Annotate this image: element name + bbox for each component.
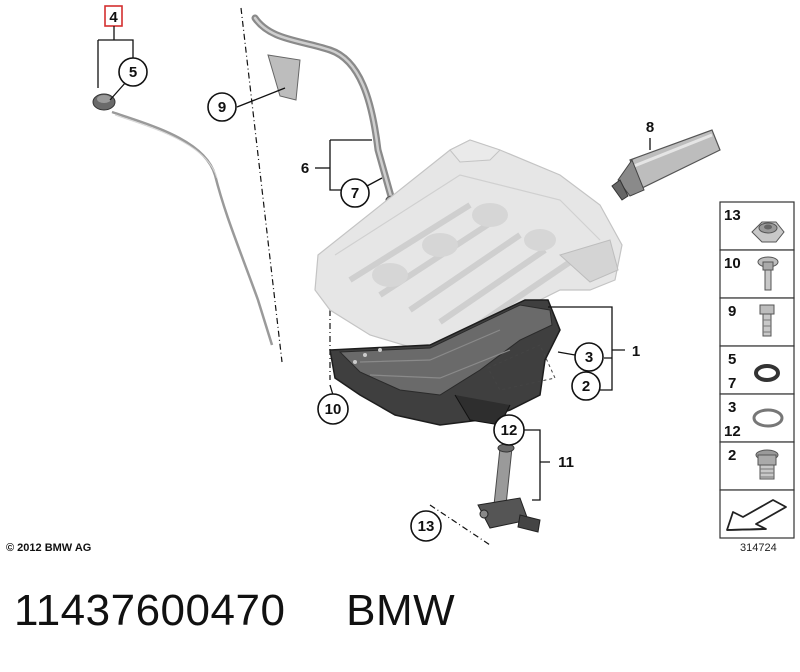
seal-ring-icon [752,408,784,428]
o-ring-icon [754,364,780,382]
dipstick-part [92,93,274,346]
part-number: 11437600470 [14,586,286,635]
hardware-legend: 13 10 9 5 7 3 12 [719,201,795,539]
svg-text:7: 7 [728,375,736,392]
callout-8[interactable]: 8 [646,119,654,136]
engine-block-ghost [314,139,623,351]
direction-arrow-icon [726,499,787,531]
svg-text:7: 7 [351,185,359,202]
svg-text:3: 3 [728,399,736,416]
callout-9[interactable]: 9 [207,92,237,122]
callout-7[interactable]: 7 [340,178,370,208]
hex-bolt-icon [759,304,775,337]
svg-text:9: 9 [218,99,226,116]
sealant-tube-part [611,129,721,201]
oil-pan-part [329,299,561,426]
copyright-text: © 2012 BMW AG [6,542,92,554]
svg-text:3: 3 [585,349,593,366]
svg-text:2: 2 [728,447,736,464]
callout-10[interactable]: 10 [317,393,349,425]
callout-11[interactable]: 11 [558,454,574,471]
part-number-line: 11437600470 BMW [14,586,455,636]
callout-3[interactable]: 3 [574,342,604,372]
guide-tube-part [251,14,399,205]
brand-name: BMW [346,586,456,635]
callout-12[interactable]: 12 [493,414,525,446]
callout-2[interactable]: 2 [571,371,601,401]
callout-13[interactable]: 13 [410,510,442,542]
svg-text:10: 10 [325,401,342,418]
callout-5[interactable]: 5 [118,57,148,87]
svg-text:9: 9 [728,303,736,320]
svg-text:13: 13 [418,518,435,535]
parts-diagram: 4 5 9 6 7 [92,5,795,546]
svg-text:12: 12 [501,422,518,439]
drain-plug-icon [755,449,779,480]
svg-text:2: 2 [582,378,590,395]
callout-4-highlighted[interactable]: 4 [104,5,123,27]
oil-level-sensor-part [477,443,541,533]
diagram-id: 314724 [740,542,777,554]
svg-text:12: 12 [724,423,741,440]
flange-bolt-icon [757,256,779,291]
callout-1[interactable]: 1 [632,343,640,360]
svg-text:4: 4 [109,9,118,26]
nut-icon [751,221,785,243]
svg-text:5: 5 [728,351,736,368]
callout-6[interactable]: 6 [301,160,309,177]
svg-text:5: 5 [129,64,137,81]
svg-text:13: 13 [724,207,741,224]
svg-text:10: 10 [724,255,741,272]
